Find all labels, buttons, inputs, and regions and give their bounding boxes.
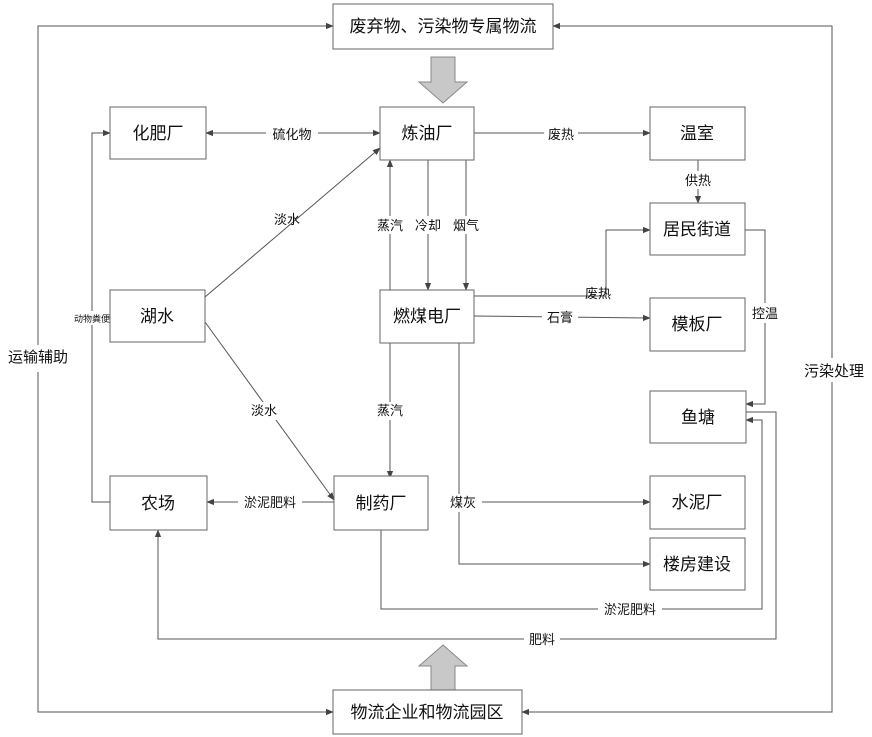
label-steam-1: 蒸汽	[377, 219, 403, 234]
label-fresh-water-2: 淡水	[251, 404, 277, 419]
node-logistics-bottom: 物流企业和物流园区	[332, 689, 523, 735]
label-manure: 动物粪便	[74, 313, 110, 325]
svg-text:炼油厂: 炼油厂	[402, 124, 453, 144]
label-gypsum: 石膏	[547, 310, 573, 326]
down-block-arrow	[417, 56, 469, 104]
svg-text:农场: 农场	[141, 494, 175, 514]
edge-fertilizer	[154, 411, 777, 640]
node-residential: 居民街道	[649, 202, 746, 256]
node-fertilizer: 化肥厂	[109, 106, 207, 160]
svg-text:温室: 温室	[680, 124, 714, 144]
label-sludge-fertilizer-2: 淤泥肥料	[604, 603, 656, 618]
label-heating: 供热	[685, 174, 711, 189]
label-flue-gas: 烟气	[453, 218, 479, 234]
svg-text:制药厂: 制药厂	[356, 494, 407, 514]
edge-coal-ash-building	[458, 343, 651, 568]
node-pharma: 制药厂	[333, 475, 429, 531]
outer-loop	[37, 22, 833, 716]
label-sludge-fertilizer-1: 淤泥肥料	[244, 496, 296, 511]
svg-text:模板厂: 模板厂	[672, 315, 723, 335]
label-waste-heat-2: 废热	[585, 286, 611, 302]
edge-sludge-fertilizer-2	[380, 416, 763, 610]
svg-text:居民街道: 居民街道	[663, 220, 731, 240]
label-sulfide: 硫化物	[272, 128, 311, 143]
edge-right-top	[552, 22, 833, 358]
edge-left-top	[37, 22, 334, 352]
svg-text:湖水: 湖水	[140, 307, 174, 327]
node-logistics-top: 废弃物、污染物专属物流	[332, 3, 554, 50]
edge-left-bottom	[37, 372, 334, 716]
label-steam-2: 蒸汽	[377, 404, 403, 419]
node-formwork: 模板厂	[649, 297, 746, 352]
node-building: 楼房建设	[649, 537, 746, 591]
node-power-plant: 燃煤电厂	[379, 289, 475, 344]
label-waste-heat-1: 废热	[548, 127, 574, 143]
edge-labels: 硫化物 废热 供热 淡水 蒸汽 冷却 烟气 废热 石膏 控温 动物粪便 淡水 蒸…	[68, 125, 784, 649]
label-temp-control: 控温	[752, 307, 778, 322]
svg-text:燃煤电厂: 燃煤电厂	[393, 307, 461, 327]
node-greenhouse: 温室	[649, 106, 746, 161]
up-block-arrow	[417, 644, 469, 691]
side-label-left: 运输辅助	[8, 348, 68, 366]
node-fish-pond: 鱼塘	[649, 390, 747, 444]
svg-text:化肥厂: 化肥厂	[133, 124, 184, 144]
label-coal-ash: 煤灰	[450, 496, 476, 511]
node-lake: 湖水	[109, 289, 206, 343]
edge-waste-heat-2	[474, 226, 651, 297]
node-cement: 水泥厂	[649, 475, 746, 530]
label-cooling: 冷却	[415, 219, 441, 234]
node-refinery: 炼油厂	[379, 106, 475, 161]
svg-text:鱼塘: 鱼塘	[681, 408, 715, 428]
edge-fresh-water-1	[204, 147, 381, 298]
node-farm: 农场	[109, 475, 208, 531]
edge-right-bottom	[521, 380, 833, 716]
side-label-right: 污染处理	[804, 362, 864, 380]
svg-text:楼房建设: 楼房建设	[663, 555, 731, 575]
label-fertilizer: 肥料	[529, 633, 555, 648]
svg-text:废弃物、污染物专属物流: 废弃物、污染物专属物流	[350, 17, 537, 37]
label-fresh-water-1: 淡水	[274, 213, 300, 228]
svg-text:水泥厂: 水泥厂	[672, 493, 723, 513]
svg-text:物流企业和物流园区: 物流企业和物流园区	[351, 703, 504, 723]
